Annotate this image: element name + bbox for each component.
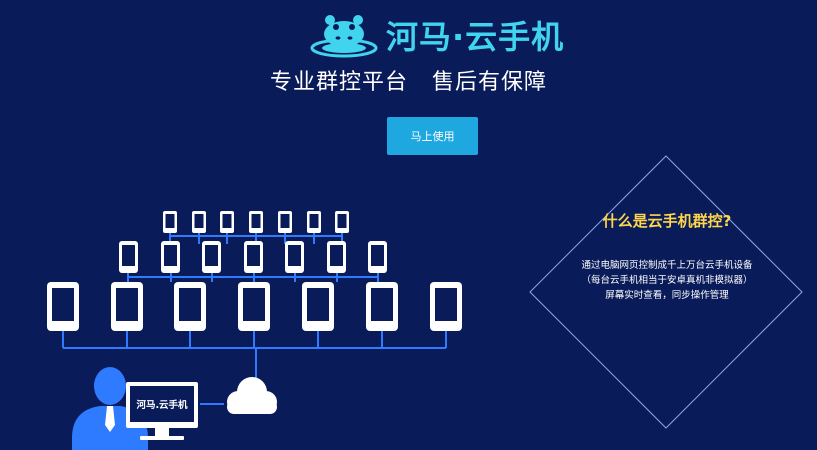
info-diamond (529, 155, 803, 429)
brand-name: 河马·云手机 (386, 18, 565, 56)
hippo-icon (310, 15, 378, 58)
tie-icon (105, 406, 115, 432)
phone-row-bottom (47, 282, 462, 331)
cloud-icon (227, 377, 277, 414)
monitor-icon (126, 382, 198, 440)
info-line: （每台云手机相当于安卓真机非模拟器） (581, 275, 753, 286)
phone-icon (430, 282, 462, 331)
phone-icon (111, 282, 143, 331)
phone-icon (163, 211, 177, 233)
info-title: 什么是云手机群控? (602, 212, 732, 230)
info-line: 屏幕实时查看，同步操作管理 (605, 290, 729, 301)
phone-icon (47, 282, 79, 331)
phone-icon (174, 282, 206, 331)
phone-icon (238, 282, 270, 331)
slogan: 专业群控平台 售后有保障 (270, 70, 547, 95)
phone-icon (307, 211, 321, 233)
phone-row-top (163, 211, 349, 233)
phone-icon (119, 241, 138, 273)
phone-icon (368, 241, 387, 273)
phone-icon (202, 241, 221, 273)
phone-icon (335, 211, 349, 233)
phone-icon (285, 241, 304, 273)
phone-row-middle (119, 241, 387, 273)
start-using-button[interactable]: 马上使用 (387, 117, 478, 155)
phone-icon (192, 211, 206, 233)
phone-icon (161, 241, 180, 273)
monitor-label: 河马.云手机 (136, 399, 188, 411)
phone-icon (244, 241, 263, 273)
phone-icon (302, 282, 334, 331)
phone-icon (278, 211, 292, 233)
phone-icon (327, 241, 346, 273)
phone-icon (366, 282, 398, 331)
info-line: 通过电脑网页控制成千上万台云手机设备 (581, 260, 753, 271)
network-lines (62, 230, 447, 405)
info-description: 通过电脑网页控制成千上万台云手机设备 （每台云手机相当于安卓真机非模拟器） 屏幕… (548, 258, 786, 303)
phone-icon (220, 211, 234, 233)
brand-header: 河马·云手机 (310, 10, 564, 60)
phone-icon (249, 211, 263, 233)
